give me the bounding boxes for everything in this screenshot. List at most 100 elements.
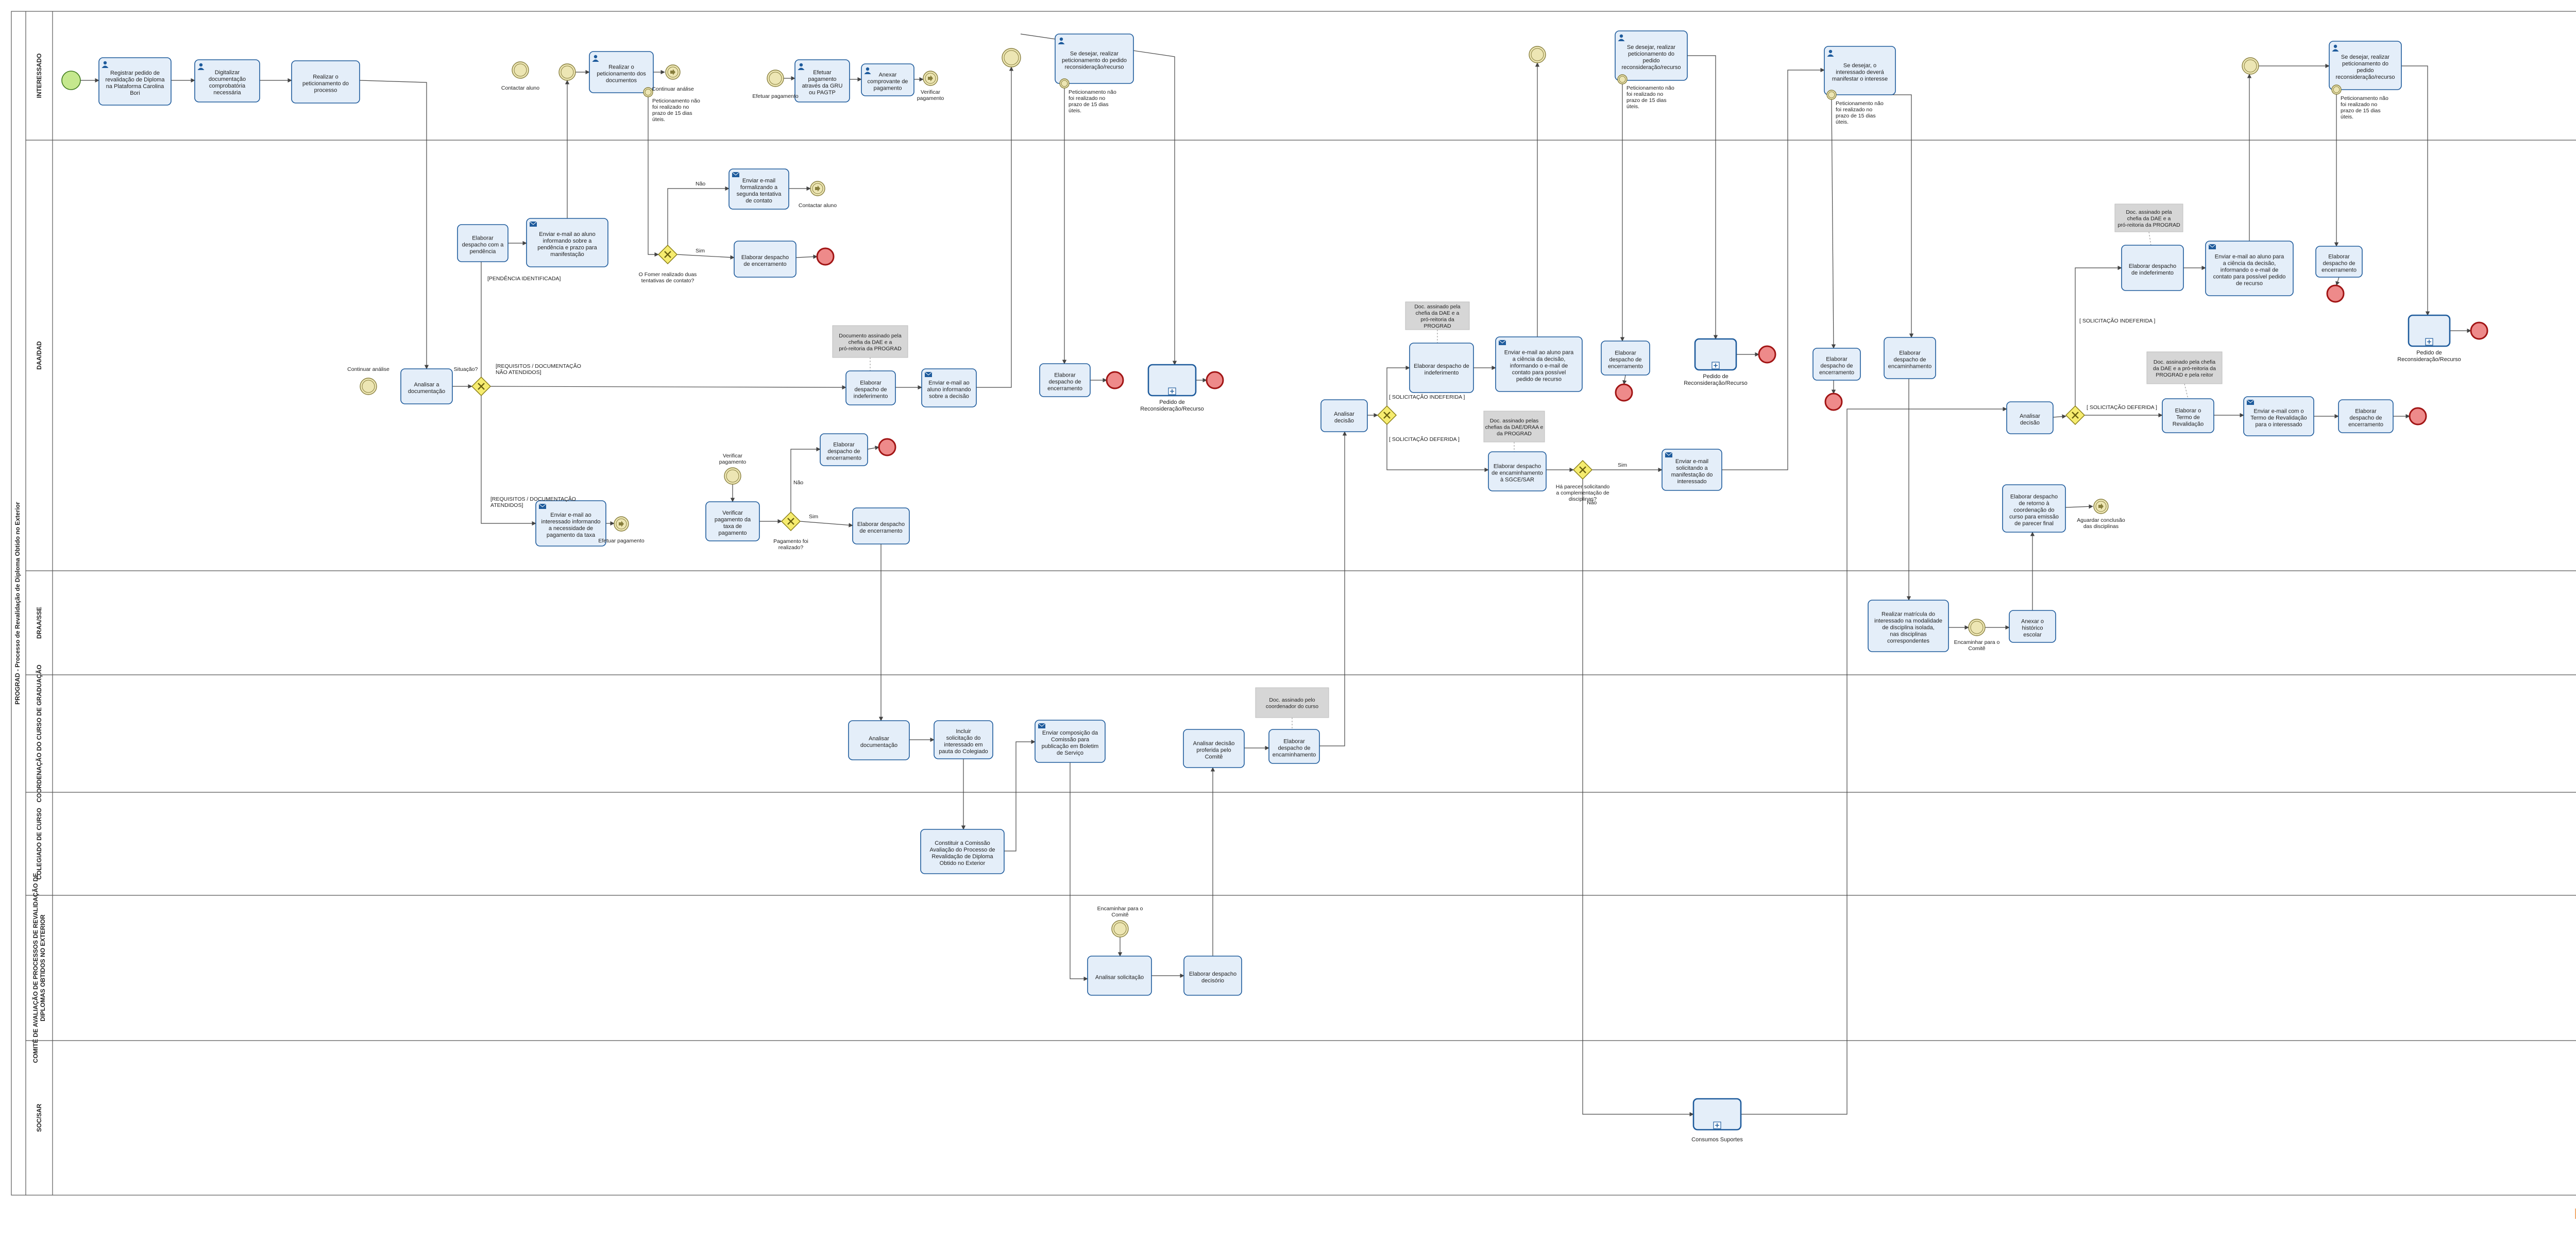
end-event-x8[interactable]	[2326, 284, 2345, 303]
exclusive-gateway-g1[interactable]: Situação?	[454, 366, 492, 397]
end-event-x9[interactable]	[2409, 407, 2427, 426]
end-event-x10[interactable]	[2470, 321, 2488, 340]
sequence-flow	[490, 385, 846, 390]
start-event-e0[interactable]	[61, 71, 81, 90]
intermediate-event-e3[interactable]: Continuar análise	[652, 64, 694, 92]
intermediate-event-e2[interactable]	[558, 63, 576, 81]
exclusive-gateway-g6[interactable]	[2065, 405, 2086, 426]
intermediate-event-e11[interactable]: Contactar aluno	[799, 181, 837, 209]
subprocess-s4[interactable]: Consumos Suportes	[1691, 1098, 1743, 1143]
sequence-flow	[867, 446, 879, 450]
end-event-x3[interactable]	[1106, 371, 1124, 389]
end-event-x7[interactable]	[1824, 393, 1843, 411]
intermediate-event-e4[interactable]: Efetuar pagamento	[752, 70, 799, 99]
end-event-x5[interactable]	[1615, 383, 1633, 402]
task-box	[2009, 610, 2056, 643]
pool-title: PROGRAD - Processo de Revalidação de Dip…	[14, 502, 21, 705]
end-event-x4[interactable]	[1206, 371, 1224, 389]
intermediate-event-e12[interactable]: Efetuar pagamento	[598, 516, 645, 544]
end-event-x1[interactable]	[816, 247, 835, 266]
intermediate-event-e8[interactable]	[2242, 57, 2259, 75]
exclusive-gateway-g4[interactable]	[1377, 405, 1397, 426]
intermediate-event-e1[interactable]: Contactar aluno	[501, 61, 539, 91]
intermediate-event-e6[interactable]	[1002, 48, 1021, 67]
task-box	[2338, 399, 2394, 433]
end-event-x6[interactable]	[1758, 345, 1776, 364]
intermediate-event-e7[interactable]	[1529, 46, 1546, 63]
intermediate-event-e9[interactable]: Continuar análise	[347, 366, 389, 395]
task-t47[interactable]: Analisar solicitação	[1087, 956, 1152, 996]
sequence-flow	[481, 396, 536, 526]
end-event-x2[interactable]	[878, 438, 896, 456]
pool-and-lanes: PROGRAD - Processo de Revalidação de Dip…	[11, 11, 2576, 1196]
